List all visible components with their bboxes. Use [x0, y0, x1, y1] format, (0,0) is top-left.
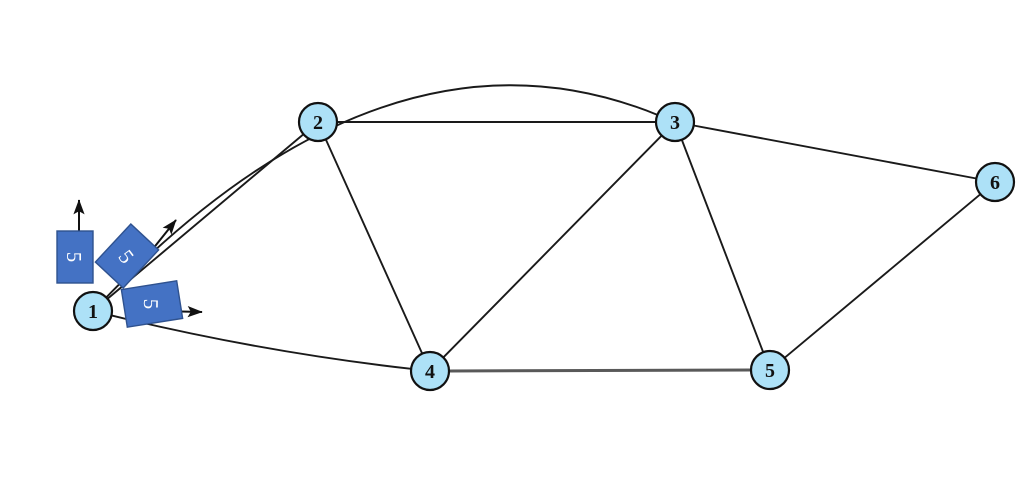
edges-layer — [105, 84, 982, 373]
nodes-layer: 1 2 3 4 5 6 — [72, 101, 1016, 392]
edge-4-5 — [447, 368, 753, 373]
graph-node-4[interactable]: 4 — [409, 350, 451, 392]
edge-2-4 — [324, 138, 424, 355]
edge-1-3 — [105, 84, 659, 299]
weight-label-1-3: 5 — [56, 230, 94, 284]
weight-label-1-3-box — [56, 230, 94, 284]
weight-label-1-4-text: 5 — [139, 299, 163, 310]
edge-1-4 — [110, 314, 413, 370]
graph-node-2-label: 2 — [313, 112, 323, 134]
edge-3-6 — [692, 124, 978, 180]
graph-node-4-circle[interactable] — [409, 350, 451, 392]
weight-label-1-3-text: 5 — [62, 252, 86, 263]
graph-node-3[interactable]: 3 — [654, 101, 696, 143]
graph-node-2[interactable]: 2 — [297, 101, 339, 143]
graph-node-2-circle[interactable] — [297, 101, 339, 143]
edge-3-4 — [442, 134, 663, 359]
graph-node-1-label: 1 — [88, 301, 98, 323]
weight-label-1-4: 5 — [120, 280, 184, 328]
graph-node-6[interactable]: 6 — [974, 161, 1016, 203]
graph-node-5[interactable]: 5 — [749, 349, 791, 391]
graph-node-4-label: 4 — [425, 361, 435, 383]
edge-5-6 — [783, 193, 982, 359]
weight-label-1-4-box — [120, 280, 184, 328]
graph-node-1-circle[interactable] — [72, 290, 114, 332]
edge-3-5 — [680, 138, 765, 354]
graph-node-6-circle[interactable] — [974, 161, 1016, 203]
weight-label-1-2: 5 — [94, 223, 160, 289]
edge-1-2 — [106, 133, 305, 300]
graph-node-5-label: 5 — [765, 360, 775, 382]
graph-node-3-circle[interactable] — [654, 101, 696, 143]
weight-label-1-2-box — [94, 223, 160, 289]
graph-node-5-circle[interactable] — [749, 349, 791, 391]
graph-node-6-label: 6 — [990, 172, 1000, 194]
graph-node-3-label: 3 — [670, 112, 680, 134]
graph-node-1[interactable]: 1 — [72, 290, 114, 332]
